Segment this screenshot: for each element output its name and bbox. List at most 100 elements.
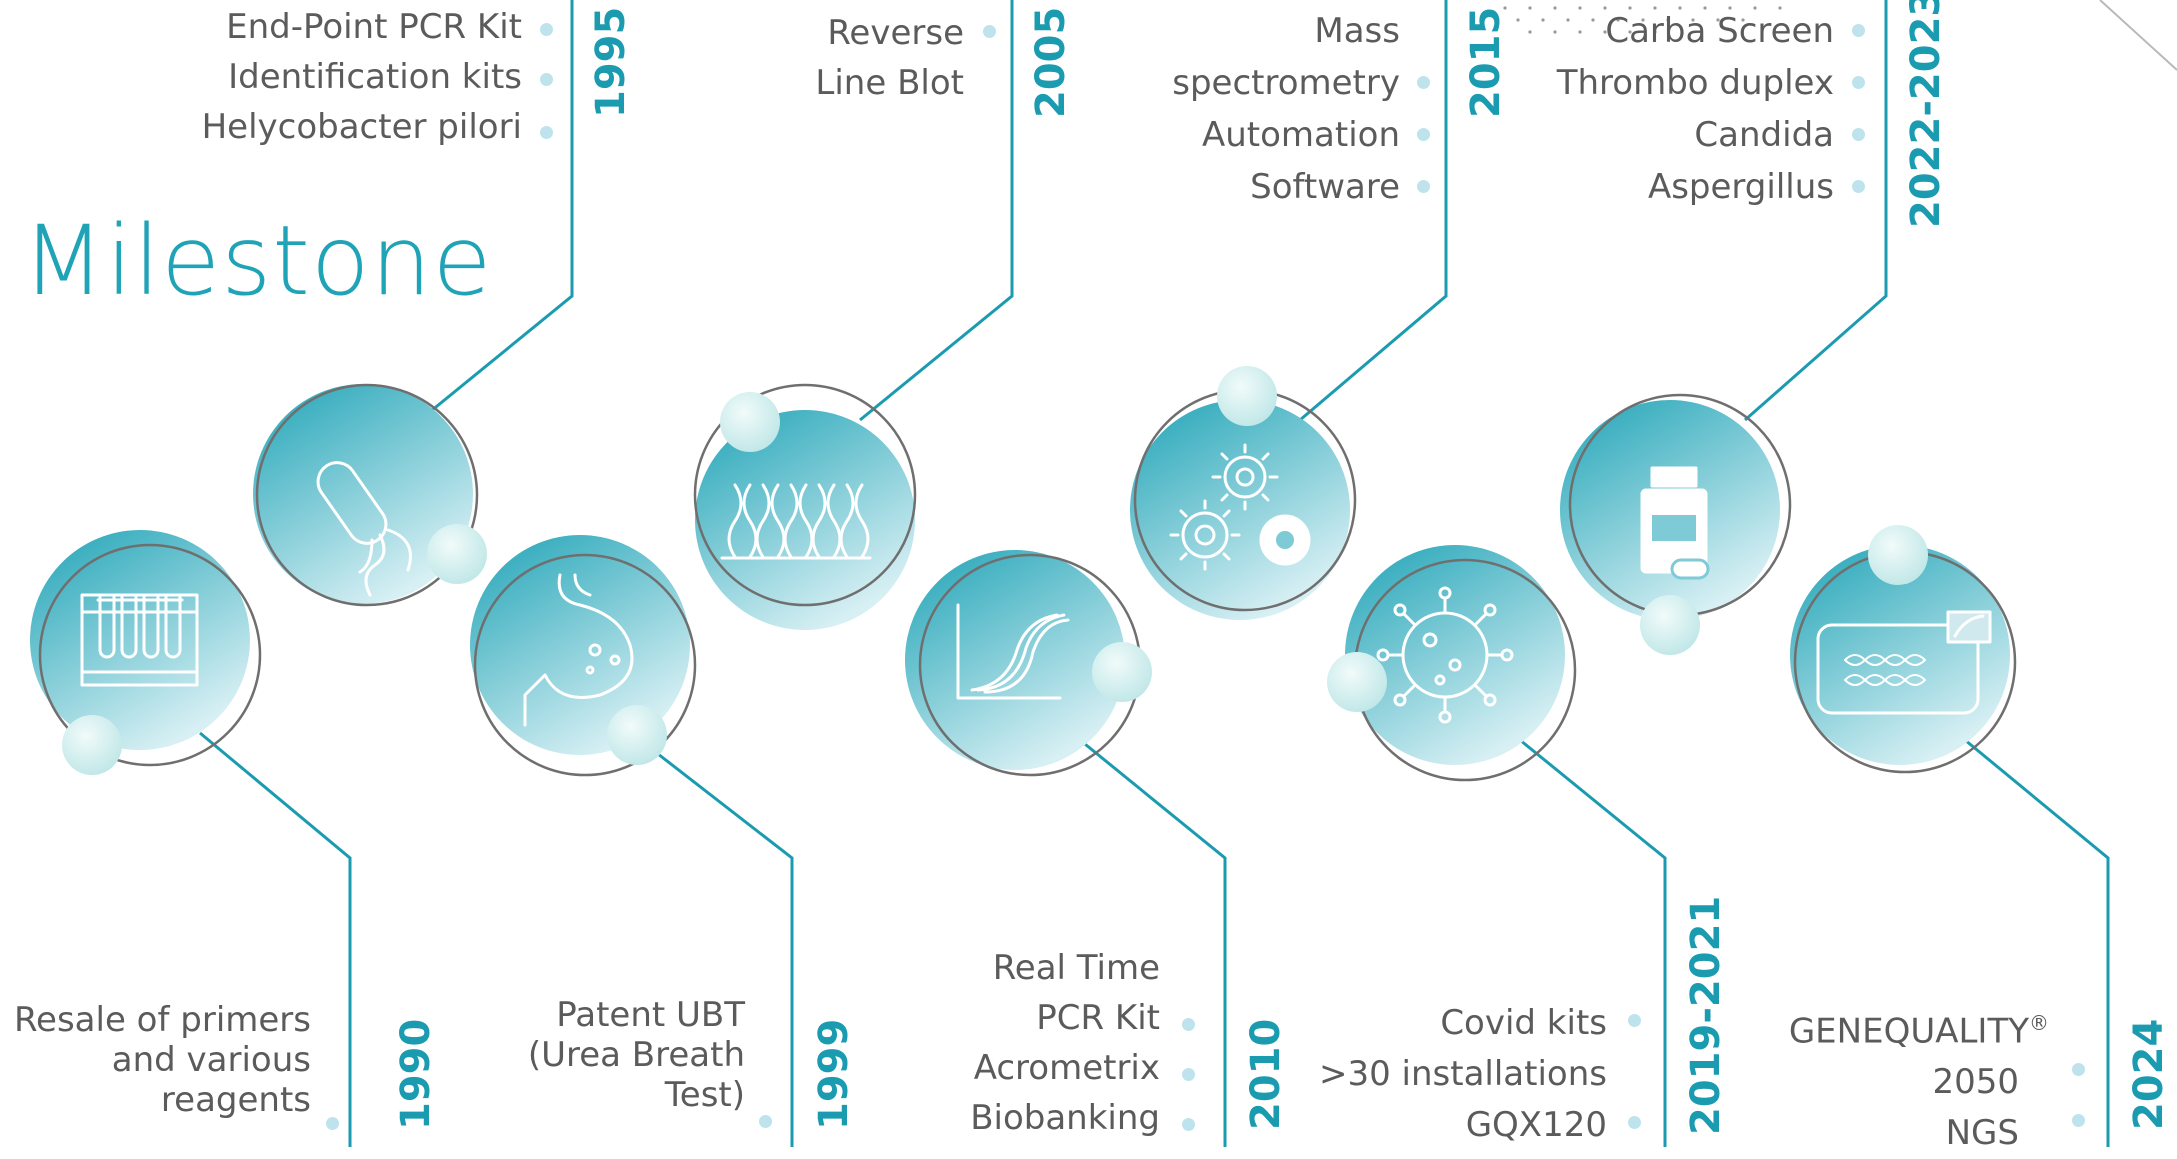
bullet-dot xyxy=(1852,76,1865,89)
list-item: 2050 xyxy=(1932,1062,2019,1103)
connector-line-1990 xyxy=(199,731,352,1147)
milestone-2022-2023-text: Carba Screen Thrombo duplex Candida Aspe… xyxy=(1557,5,1834,213)
bullet-dot xyxy=(1417,180,1430,193)
bullet-dot xyxy=(1852,180,1865,193)
list-item: Identification kits xyxy=(228,57,522,97)
year-2024: 2024 xyxy=(2126,1018,2172,1130)
connector-lines xyxy=(199,0,2110,1147)
bubble-1995 xyxy=(253,383,487,607)
dna-chip-icon xyxy=(1816,610,1992,715)
year-2005: 2005 xyxy=(1028,6,1074,118)
bubble-1999 xyxy=(470,535,697,777)
year-2022-2023: 2022-2023 xyxy=(1903,0,1949,228)
list-item: Reverse xyxy=(827,13,964,53)
list-item: Test) xyxy=(664,1075,745,1115)
gears-icon xyxy=(1169,443,1279,571)
list-item: Aspergillus xyxy=(1647,167,1834,207)
bullet-dot xyxy=(1182,1118,1195,1131)
stomach-icon xyxy=(523,573,634,727)
bullet-dot xyxy=(1852,128,1865,141)
test-tubes-icon xyxy=(80,593,199,687)
connector-line-2022-2023 xyxy=(1744,0,1888,422)
list-item: Software xyxy=(1250,167,1400,207)
registered-mark: ® xyxy=(2029,1011,2049,1035)
list-item: Biobanking xyxy=(970,1098,1160,1138)
bubble-2024 xyxy=(1790,525,2017,774)
list-item: GENEQUALITY® xyxy=(1789,998,2049,1057)
bullet-dot xyxy=(326,1117,339,1130)
list-item: Covid kits xyxy=(1440,1003,1607,1043)
list-item: and various xyxy=(111,1040,311,1080)
bullet-dot xyxy=(1628,1014,1641,1027)
connector-line-1999 xyxy=(639,738,794,1147)
milestone-2024-text: GENEQUALITY® 2050 NGS xyxy=(1789,998,2049,1159)
list-item: GQX120 xyxy=(1465,1105,1607,1145)
bullet-dot xyxy=(1182,1018,1195,1031)
list-item: NGS xyxy=(1945,1113,2019,1154)
connector-line-2010 xyxy=(1079,738,1227,1147)
bullet-dot xyxy=(2072,1063,2085,1076)
list-item: Thrombo duplex xyxy=(1556,63,1834,103)
list-item: Candida xyxy=(1694,115,1834,155)
bullet-dot xyxy=(759,1115,772,1128)
year-1995: 1995 xyxy=(588,6,634,118)
connector-line-2024 xyxy=(1964,738,2110,1147)
connector-line-1995 xyxy=(419,0,574,422)
year-2015: 2015 xyxy=(1463,6,1509,118)
page-title: Milestone xyxy=(22,205,493,317)
bullet-dot xyxy=(540,126,553,139)
list-item: Patent UBT xyxy=(556,995,745,1035)
bullet-dot xyxy=(540,23,553,36)
list-item: End-Point PCR Kit xyxy=(226,7,522,47)
brand-name: GENEQUALITY xyxy=(1788,1011,2029,1052)
year-2010: 2010 xyxy=(1243,1018,1289,1130)
milestone-2015-text: Mass spectrometry Automation Software xyxy=(1172,5,1400,213)
list-item: Real Time xyxy=(992,948,1160,988)
milestone-2019-2021-text: Covid kits >30 installations GQX120 xyxy=(1319,998,1607,1151)
bubble-2015 xyxy=(1130,366,1357,620)
list-item: reagents xyxy=(160,1080,311,1120)
dotted-pattern-decoration xyxy=(1503,6,1782,34)
list-item: Mass xyxy=(1314,11,1400,51)
virus-icon xyxy=(1376,586,1514,724)
list-item: Helycobacter pilori xyxy=(201,107,522,147)
bullet-dot xyxy=(2072,1114,2085,1127)
bubble-1990 xyxy=(30,530,262,775)
connector-line-2015 xyxy=(1299,0,1448,422)
dna-strips-icon xyxy=(720,483,872,560)
bacterium-icon xyxy=(316,461,412,597)
list-item: Line Blot xyxy=(815,63,964,103)
milestone-1999-text: Patent UBT (Urea Breath Test) xyxy=(528,995,745,1115)
medicine-bottle-icon xyxy=(1640,466,1710,580)
bubble-2005 xyxy=(693,383,917,630)
connector-line-2005 xyxy=(859,0,1014,422)
year-2019-2021: 2019-2021 xyxy=(1683,895,1729,1135)
bubble-2019-2021 xyxy=(1327,545,1577,782)
bullet-dot xyxy=(1417,128,1430,141)
list-item: Automation xyxy=(1201,115,1400,155)
list-item: (Urea Breath xyxy=(527,1035,745,1075)
list-item: Resale of primers xyxy=(13,1000,311,1040)
bullet-dot xyxy=(1628,1116,1641,1129)
list-item: Carba Screen xyxy=(1605,11,1834,51)
list-item: Acrometrix xyxy=(973,1048,1160,1088)
connector-line-2019-2021 xyxy=(1519,738,1667,1147)
bullet-dot xyxy=(983,25,996,38)
list-item: spectrometry xyxy=(1172,63,1400,103)
amplification-curve-icon xyxy=(956,603,1070,700)
milestone-1995-text: End-Point PCR Kit Identification kits He… xyxy=(202,2,522,152)
milestone-2010-text: Real Time PCR Kit Acrometrix Biobanking xyxy=(970,943,1160,1143)
bullet-dot xyxy=(1182,1068,1195,1081)
bullet-dot xyxy=(1852,24,1865,37)
list-item: >30 installations xyxy=(1318,1054,1607,1094)
bullet-dot xyxy=(1417,76,1430,89)
year-1999: 1999 xyxy=(811,1018,857,1130)
corner-decoration xyxy=(2099,0,2177,71)
year-1990: 1990 xyxy=(393,1018,439,1130)
milestone-2005-text: Reverse Line Blot xyxy=(815,8,964,108)
milestone-1990-text: Resale of primers and various reagents xyxy=(14,1000,311,1120)
list-item: PCR Kit xyxy=(1036,998,1160,1038)
bullet-dot xyxy=(540,73,553,86)
